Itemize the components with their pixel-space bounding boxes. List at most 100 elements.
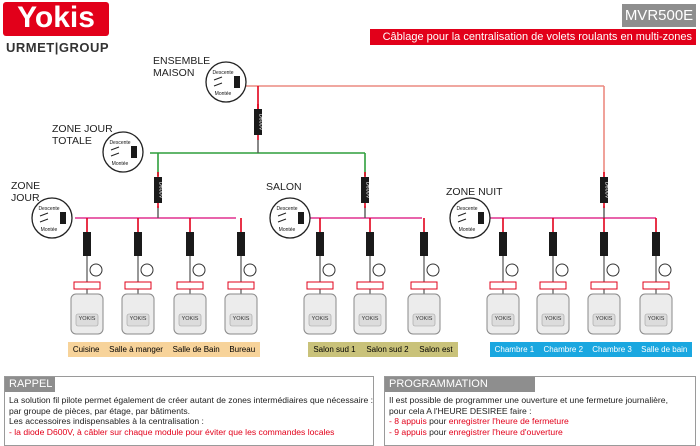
module-5-text: YOKIS xyxy=(312,316,329,322)
switch-zone-jour-label-up: Descente xyxy=(38,206,59,212)
modules: YOKIS YOKIS YOKIS YOKIS YOKIS YOKIS YOKIS YOKIS… xyxy=(70,218,673,335)
item-2-mid: pour xyxy=(426,426,449,437)
switch-ensemble-maison-label-down: Montée xyxy=(215,91,232,97)
module-2-text: YOKIS xyxy=(130,316,147,322)
room-label-salon-sud-2: Salon sud 2 xyxy=(366,345,409,354)
switch-zone-jour-label-down: Montée xyxy=(41,227,58,233)
rappel-line-3: Les accessoires indispensables à la cent… xyxy=(9,416,204,426)
diode-salon-label: D600V xyxy=(365,182,371,199)
room-label-chambre-1: Chambre 1 xyxy=(494,345,535,354)
zone-label-salon: SALON xyxy=(266,181,302,193)
module-8-motor xyxy=(505,263,519,277)
programmation-line-2: pour cela A l'HEURE DESIREE faire : xyxy=(389,405,532,416)
room-label-salon-est: Salon est xyxy=(419,345,453,354)
yokis-logo-text: Yokis xyxy=(17,1,95,34)
item-1-action: enregistrer l'heure de fermeture xyxy=(448,416,569,426)
module-8: YOKIS xyxy=(486,218,520,335)
switch-zone-jour-ring xyxy=(31,197,73,239)
switch-zone-nuit-label-down: Montée xyxy=(459,227,476,233)
module-5: YOKIS xyxy=(303,218,337,335)
item-1-count: - 8 appuis xyxy=(389,416,427,426)
module-2-face xyxy=(126,313,150,327)
module-8-terminal-strip xyxy=(489,281,517,290)
diode-salon-body xyxy=(361,177,369,203)
module-1-text: YOKIS xyxy=(79,316,96,322)
module-4-terminal-strip xyxy=(227,281,255,290)
switch-jour-totale-label-down: Montée xyxy=(112,161,129,167)
module-1-diode xyxy=(83,232,91,256)
room-label-bureau: Bureau xyxy=(229,345,256,354)
switch-jour-totale-ring xyxy=(102,131,144,173)
module-9-terminal-strip xyxy=(539,281,567,290)
module-6-text: YOKIS xyxy=(362,316,379,322)
module-11-text: YOKIS xyxy=(648,316,665,322)
switch-ensemble-maison-label-up: Descente xyxy=(212,70,233,76)
switch-ensemble-maison-ring xyxy=(205,61,247,103)
switch-zone-jour-contact-a xyxy=(39,212,49,217)
switch-jour-totale-contact-b xyxy=(110,152,120,157)
module-4-face xyxy=(229,313,253,327)
module-7-motor xyxy=(426,263,440,277)
programmation-item-2: - 9 appuis pour enregistrer l'heure d'ou… xyxy=(389,427,695,438)
room-label-salle-a-manger: Salle à manger xyxy=(109,345,163,354)
module-6-motor xyxy=(372,263,386,277)
switch-jour-totale-label-up: Descente xyxy=(109,140,130,146)
module-11: YOKIS xyxy=(639,218,673,335)
room-label-chambre-3: Chambre 3 xyxy=(592,345,632,354)
module-11-motor xyxy=(658,263,672,277)
module-3-terminal-strip xyxy=(176,281,204,290)
switch-salon-label-up: Descente xyxy=(276,206,297,212)
module-3-text: YOKIS xyxy=(182,316,199,322)
room-bar-nuit: Chambre 1 Chambre 2 Chambre 3 Salle de b… xyxy=(490,342,692,357)
programmation-line-1: Il est possible de programmer une ouvert… xyxy=(389,395,668,405)
switch-zone-nuit-contact-a xyxy=(457,212,467,217)
module-5-terminal-strip xyxy=(306,281,334,290)
module-8-text: YOKIS xyxy=(495,316,512,322)
module-1-face xyxy=(75,313,99,327)
module-9-diode xyxy=(549,232,557,256)
module-8-face xyxy=(491,313,515,327)
switch-ensemble-maison-contact-a xyxy=(213,76,223,81)
module-1-motor xyxy=(89,263,103,277)
room-label-cuisine: Cuisine xyxy=(72,345,100,354)
module-1-terminal-strip xyxy=(73,281,101,290)
diode-nuit: D600V xyxy=(600,172,610,208)
product-reference: MVR500E xyxy=(622,4,696,27)
diode-ensemble: D600V xyxy=(254,104,264,140)
rappel-line-2: par groupe de pièces, par étage, par bât… xyxy=(9,405,191,416)
module-1: YOKIS xyxy=(70,218,104,335)
module-7-diode xyxy=(420,232,428,256)
diode-salon: D600V xyxy=(361,172,371,208)
module-3: YOKIS xyxy=(173,218,207,335)
module-5-diode xyxy=(316,232,324,256)
switches: DescenteMontéeDescenteMontéeDescenteMont… xyxy=(31,61,491,239)
module-2: YOKIS xyxy=(121,218,155,335)
module-9: YOKIS xyxy=(536,218,570,335)
diode-jour: D600V xyxy=(154,172,164,208)
switch-jour-totale-contact-a xyxy=(110,146,120,151)
module-7-face xyxy=(412,313,436,327)
module-5-face xyxy=(308,313,332,327)
module-9-motor xyxy=(555,263,569,277)
switch-zone-jour-block xyxy=(60,212,66,224)
diode-ensemble-label: D600V xyxy=(258,114,264,131)
module-5-motor xyxy=(322,263,336,277)
rappel-title: RAPPEL xyxy=(5,377,55,392)
rappel-line-1: La solution fil pilote permet également … xyxy=(9,395,374,405)
module-2-terminal-strip xyxy=(124,281,152,290)
module-3-motor xyxy=(192,263,206,277)
urmet-group-text: URMET|GROUP xyxy=(6,40,110,55)
module-11-terminal-strip xyxy=(642,281,670,290)
switch-ensemble-maison-block xyxy=(234,76,240,88)
switch-zone-nuit-ring xyxy=(449,197,491,239)
diode-nuit-body xyxy=(600,177,608,203)
switch-salon-block xyxy=(298,212,304,224)
module-7: YOKIS xyxy=(407,218,441,335)
module-2-motor xyxy=(140,263,154,277)
yokis-logo xyxy=(3,2,109,36)
switch-salon-contact-a xyxy=(277,212,287,217)
